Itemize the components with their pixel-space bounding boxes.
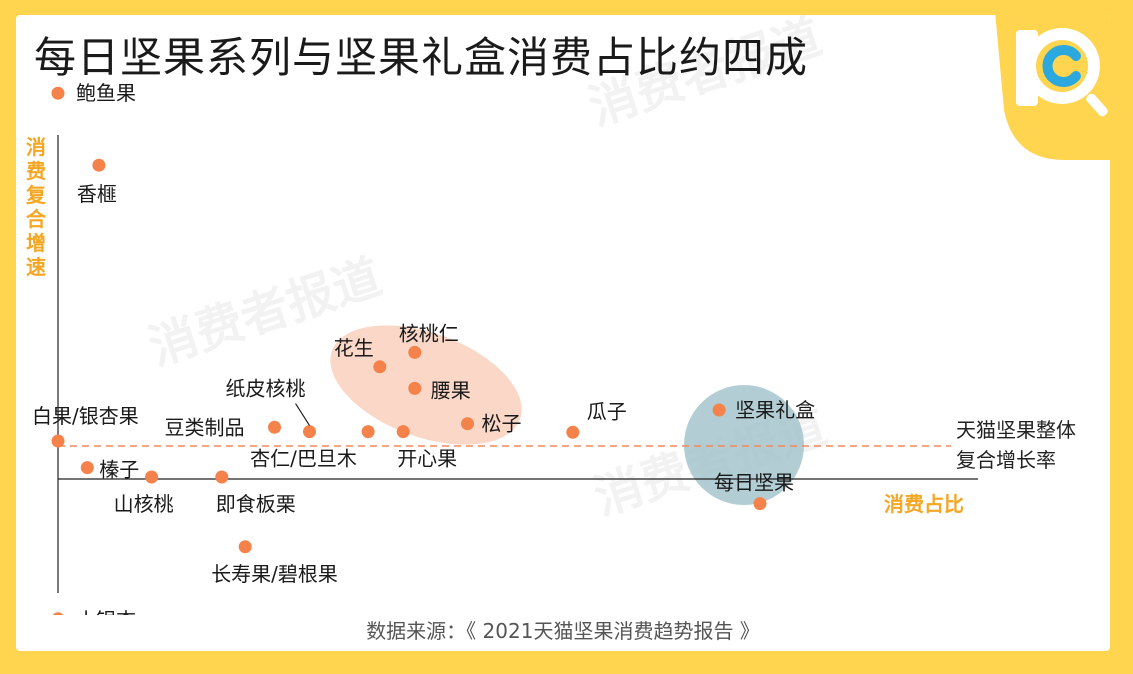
scatter-chart: 消费者报道 消费者报道 消费者报道 消费占比 天猫坚果整体 复合增长率 鲍鱼果香… bbox=[32, 15, 1076, 615]
scatter-point bbox=[80, 461, 94, 475]
scatter-point bbox=[238, 540, 252, 554]
point-label: 香榧 bbox=[77, 182, 117, 206]
highlight-circle-blue bbox=[684, 385, 804, 505]
point-label: 榛子 bbox=[99, 458, 139, 482]
scatter-point bbox=[145, 470, 159, 484]
scatter-point bbox=[303, 425, 316, 439]
scatter-point bbox=[361, 425, 375, 439]
reference-line-label-1: 天猫坚果整体 bbox=[956, 418, 1076, 442]
point-label: 松子 bbox=[482, 412, 522, 436]
point-label: 白果/银杏果 bbox=[32, 404, 139, 428]
scatter-point bbox=[373, 360, 387, 374]
chart-title: 每日坚果系列与坚果礼盒消费占比约四成 bbox=[34, 33, 809, 82]
point-label: 花生 bbox=[334, 336, 374, 360]
point-label: 开心果 bbox=[397, 447, 457, 471]
highlight-ellipse-pink bbox=[330, 325, 522, 445]
chart-card: 每日坚果系列与坚果礼盒消费占比约四成 消费复合增速 消费者报道 消费者报道 消费… bbox=[16, 15, 1110, 651]
point-label: 小银杏 bbox=[76, 608, 136, 615]
c-search-logo-icon bbox=[995, 15, 1110, 160]
point-label: 核桃仁 bbox=[399, 321, 459, 345]
watermark-1: 消费者报道 bbox=[582, 15, 828, 136]
point-label: 即食板栗 bbox=[216, 492, 296, 516]
scatter-point bbox=[712, 403, 726, 417]
x-axis-label: 消费占比 bbox=[884, 492, 964, 516]
scatter-point bbox=[753, 497, 767, 511]
scatter-point bbox=[461, 417, 474, 431]
scatter-point bbox=[268, 420, 281, 434]
scatter-point bbox=[51, 86, 65, 100]
point-label: 鲍鱼果 bbox=[76, 81, 136, 105]
point-label: 坚果礼盒 bbox=[735, 398, 815, 422]
scatter-point bbox=[408, 381, 422, 395]
scatter-point bbox=[396, 425, 410, 439]
point-label: 长寿果/碧根果 bbox=[211, 562, 338, 586]
y-axis-label: 消费复合增速 bbox=[26, 135, 46, 279]
source-note: 数据来源：《 2021天猫坚果消费趋势报告 》 bbox=[366, 619, 760, 643]
point-label: 腰果 bbox=[431, 378, 471, 402]
scatter-point bbox=[92, 158, 106, 172]
reference-line-label-2: 复合增长率 bbox=[956, 448, 1056, 472]
point-label: 每日坚果 bbox=[714, 471, 794, 495]
point-label: 山核桃 bbox=[114, 492, 174, 516]
point-label: 瓜子 bbox=[587, 399, 627, 423]
point-label: 杏仁/巴旦木 bbox=[250, 447, 357, 471]
scatter-point bbox=[51, 434, 65, 448]
point-label: 纸皮核桃 bbox=[226, 377, 306, 401]
point-label: 豆类制品 bbox=[165, 415, 245, 439]
scatter-point bbox=[566, 425, 580, 439]
scatter-point bbox=[408, 345, 422, 359]
leader-line bbox=[295, 403, 311, 426]
scatter-point bbox=[215, 470, 229, 484]
scatter-point bbox=[52, 612, 64, 615]
